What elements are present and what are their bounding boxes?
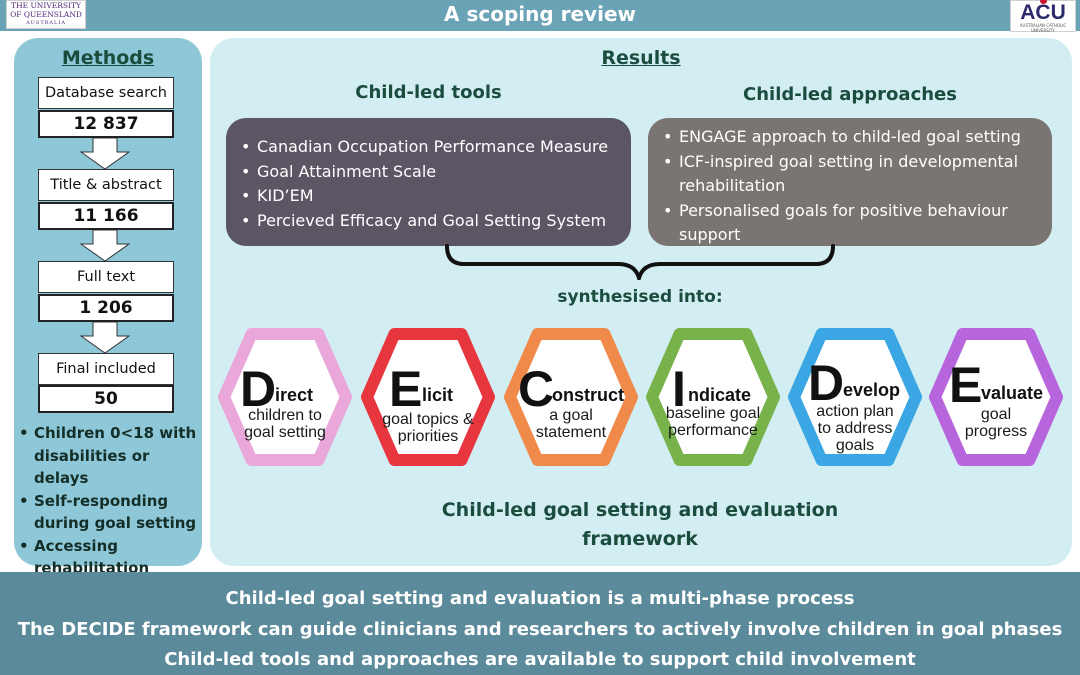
hex-word: irect: [275, 385, 314, 405]
hex-word: ndicate: [688, 385, 752, 405]
hex-desc-line: children to: [248, 407, 322, 424]
heart-icon: [1040, 0, 1047, 4]
uq-logo-line3: AUSTRALIA: [26, 20, 66, 26]
down-arrow-icon: [80, 230, 130, 262]
conclusion-line: The DECIDE framework can guide clinician…: [17, 619, 1063, 640]
hex-desc-line: statement: [535, 424, 607, 441]
approach-item: Personalised goals for positive behaviou…: [662, 199, 1044, 248]
hex-desc-line: progress: [964, 423, 1028, 440]
methods-title: Methods: [61, 47, 155, 69]
criteria-item: Children 0<18 with disabilities or delay…: [18, 422, 200, 490]
flow-step-label: Full text: [38, 261, 174, 293]
hex-desc-line: goal: [980, 406, 1012, 423]
hex-desc-line: goals: [835, 437, 875, 454]
hex-letter: I: [672, 361, 686, 417]
hex-construct: C onstruct a goal statement: [504, 326, 638, 468]
flow-step-count: 50: [38, 385, 174, 413]
hex-desc-line: to address: [817, 420, 893, 437]
acu-logo-name: ACU: [1020, 1, 1066, 24]
criteria-item: Self-responding during goal setting: [18, 490, 200, 535]
hex-develop: D evelop action plan to address goals: [788, 326, 922, 468]
conclusions-panel: [0, 572, 1080, 675]
hexagon-shape: [504, 328, 638, 466]
hex-desc-line: baseline goal: [665, 405, 761, 422]
hexagon-shape: [646, 328, 780, 466]
tool-item: Goal Attainment Scale: [240, 160, 631, 185]
tool-item: KID’EM: [240, 184, 631, 209]
framework-title-line2: framework: [582, 528, 698, 550]
hex-word: valuate: [981, 383, 1044, 403]
approach-item: ENGAGE approach to child-led goal settin…: [662, 125, 1044, 150]
flow-step-count: 1 206: [38, 294, 174, 322]
acu-logo-sub: AUSTRALIAN CATHOLIC UNIVERSITY: [1019, 23, 1067, 33]
hex-word: licit: [422, 385, 454, 405]
hex-indicate: I ndicate baseline goal performance: [646, 326, 780, 468]
hex-desc-line: action plan: [816, 403, 894, 420]
tool-item: Canadian Occupation Performance Measure: [240, 135, 631, 160]
hexagon-shape: [361, 328, 495, 466]
approaches-box: ENGAGE approach to child-led goal settin…: [648, 118, 1052, 246]
flow-step-label: Final included: [38, 353, 174, 385]
hex-direct: D irect children to goal setting: [218, 326, 352, 468]
flow-step-count: 11 166: [38, 202, 174, 230]
conclusion-line: Child-led goal setting and evaluation is…: [225, 588, 855, 609]
hex-letter: E: [389, 361, 423, 417]
hexagon-shape: [788, 328, 922, 466]
framework-title: Child-led goal setting and evaluation fr…: [390, 496, 890, 554]
curly-brace-icon: [445, 244, 835, 280]
synthesised-label: synthesised into:: [557, 287, 723, 307]
hex-word: evelop: [843, 380, 901, 400]
conclusion-line: Child-led tools and approaches are avail…: [164, 649, 916, 670]
hex-letter: D: [808, 355, 845, 411]
hexagon-shape: [218, 328, 352, 466]
approaches-heading: Child-led approaches: [743, 84, 957, 105]
tools-heading: Child-led tools: [355, 82, 502, 103]
results-title: Results: [601, 47, 681, 69]
hex-letter: C: [518, 361, 555, 417]
header-bar: [0, 0, 1080, 31]
hex-desc-line: priorities: [397, 428, 459, 445]
hex-elicit: E licit goal topics & priorities: [361, 326, 495, 468]
uq-logo: THE UNIVERSITY OF QUEENSLAND AUSTRALIA: [6, 0, 86, 29]
tools-box: Canadian Occupation Performance Measure …: [226, 118, 631, 246]
uq-logo-line2: OF QUEENSLAND: [10, 10, 82, 19]
framework-title-line1: Child-led goal setting and evaluation: [441, 499, 839, 521]
approach-item: ICF-inspired goal setting in development…: [662, 150, 1044, 199]
hex-letter: D: [240, 361, 277, 417]
flow-step-label: Database search: [38, 77, 174, 109]
hex-word: onstruct: [552, 385, 624, 405]
hex-letter: E: [949, 357, 983, 413]
inclusion-criteria-list: Children 0<18 with disabilities or delay…: [18, 422, 200, 580]
flow-step-label: Title & abstract: [38, 169, 174, 201]
uq-logo-line1: THE UNIVERSITY: [11, 1, 81, 10]
tool-item: Percieved Efficacy and Goal Setting Syst…: [240, 209, 631, 234]
page-title: A scoping review: [444, 2, 636, 26]
tools-list: Canadian Occupation Performance Measure …: [240, 135, 631, 233]
hexagon-shape: [929, 328, 1063, 466]
approaches-list: ENGAGE approach to child-led goal settin…: [662, 125, 1044, 248]
down-arrow-icon: [80, 138, 130, 170]
hex-desc-line: goal topics &: [382, 411, 474, 428]
hex-evaluate: E valuate goal progress: [929, 326, 1063, 468]
down-arrow-icon: [80, 322, 130, 354]
flow-step-count: 12 837: [38, 110, 174, 138]
hex-desc-line: a goal: [549, 407, 593, 424]
hex-desc-line: goal setting: [244, 424, 326, 441]
hex-desc-line: performance: [668, 422, 758, 439]
acu-logo: ACU AUSTRALIAN CATHOLIC UNIVERSITY: [1010, 0, 1076, 33]
